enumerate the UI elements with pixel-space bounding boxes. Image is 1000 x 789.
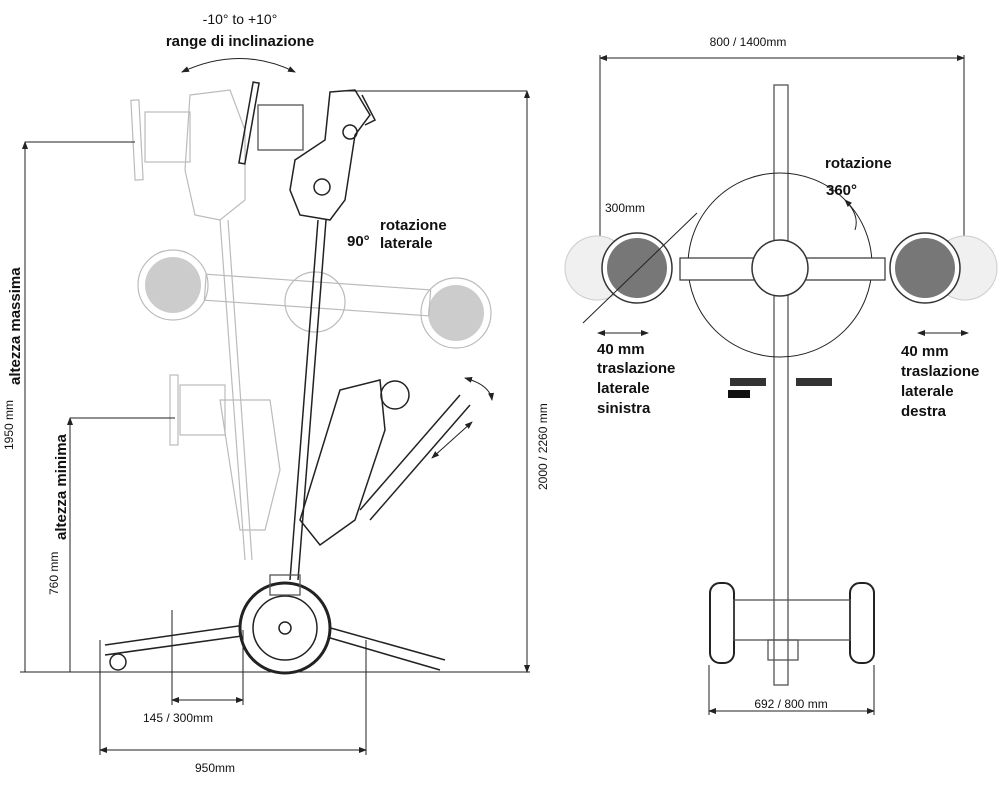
left-handle	[730, 378, 766, 386]
side-view: -10° to +10° range di inclinazione	[2, 11, 550, 775]
right-shift-3: destra	[901, 403, 947, 420]
offset-value: 145 / 300mm	[143, 711, 213, 725]
ghost-lower-head	[169, 374, 281, 531]
left-shift-1: traslazione	[597, 360, 675, 377]
left-shift-value: 40 mm	[597, 341, 645, 358]
suction-cup-left	[564, 232, 673, 304]
front-rotation-angle: 360°	[826, 182, 857, 199]
rotation-label-2: laterale	[380, 235, 433, 252]
min-height-value: 760 mm	[47, 552, 61, 595]
suction-cup-right	[889, 232, 998, 304]
tilt-label: range di inclinazione	[166, 33, 314, 50]
ghost-upper-head	[130, 89, 253, 561]
right-shift-1: traslazione	[901, 363, 979, 380]
base-length-value: 950mm	[195, 761, 235, 775]
width-value: 800 / 1400mm	[710, 35, 787, 49]
min-height-label: altezza minima	[53, 433, 70, 540]
front-mast	[773, 84, 789, 686]
front-rotation-label: rotazione	[825, 155, 892, 172]
base-width-value: 692 / 800 mm	[754, 697, 827, 711]
rotation-label-1: rotazione	[380, 217, 447, 234]
right-shift-value: 40 mm	[901, 343, 949, 360]
tilt-arrow	[181, 58, 296, 73]
front-view: 800 / 1400mm 300mm rotazione 360° 40 mm …	[564, 35, 998, 715]
left-shift-2: laterale	[597, 380, 650, 397]
cup-dim-value: 300mm	[605, 201, 645, 215]
right-height-value: 2000 / 2260 mm	[536, 403, 550, 490]
right-shift-2: laterale	[901, 383, 954, 400]
max-height-value: 1950 mm	[2, 400, 16, 450]
right-handle	[796, 378, 832, 386]
upper-head	[238, 81, 377, 221]
cup-diameter-dim	[582, 212, 698, 324]
left-shift-3: sinistra	[597, 400, 651, 417]
rotation-angle: 90°	[347, 233, 370, 250]
handle-assembly	[299, 377, 495, 547]
front-base	[709, 582, 875, 664]
base-chassis	[104, 574, 446, 675]
ghost-cups	[137, 249, 492, 349]
max-height-label: altezza massima	[7, 267, 24, 385]
mast	[289, 219, 319, 581]
tilt-range: -10° to +10°	[203, 11, 278, 27]
